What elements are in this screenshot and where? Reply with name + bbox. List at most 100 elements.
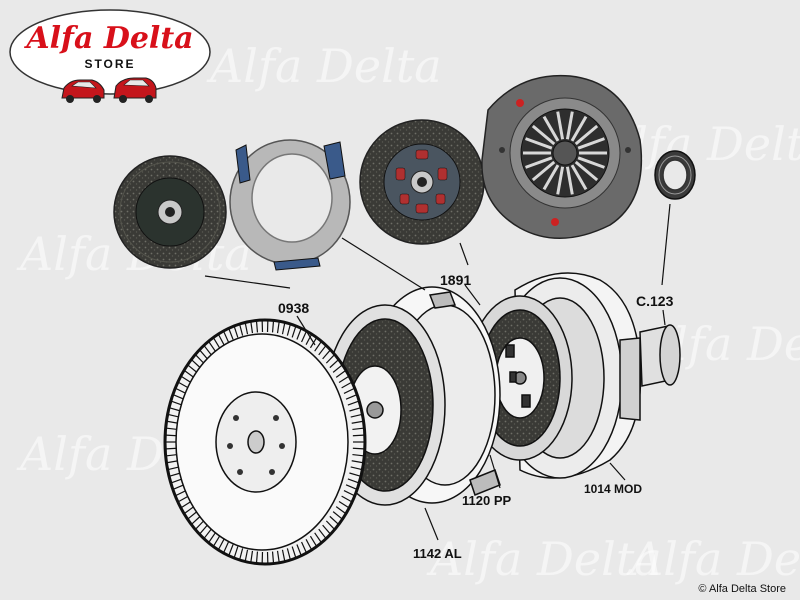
ring-gear-tooth (195, 354, 205, 364)
ring-gear-tooth (325, 520, 335, 530)
ring-gear-tooth (223, 331, 229, 343)
diaphragm-finger (570, 164, 588, 191)
ring-gear-tooth (329, 359, 339, 369)
ring-gear-tooth (352, 427, 364, 431)
ring-gear-tooth (338, 376, 349, 384)
ring-gear-tooth (314, 532, 322, 543)
diaphragm-finger (556, 111, 565, 140)
ring-gear-tooth (341, 495, 352, 503)
ring-gear-tooth (184, 506, 195, 514)
ring-gear-tooth (318, 345, 326, 356)
ring-gear-tooth (175, 489, 187, 496)
ring-gear-tooth (181, 500, 192, 508)
label-1142-al: 1142 AL (413, 546, 462, 561)
watermark-text: Alfa Delta (626, 532, 800, 586)
ring-gear-tooth (228, 329, 234, 340)
copyright-text: © Alfa Delta Store (698, 583, 786, 595)
ring-gear-tooth (322, 524, 331, 534)
ring-gear-tooth (286, 548, 291, 560)
label-0938: 0938 (278, 300, 309, 316)
ring-gear-tooth (345, 484, 357, 490)
diaphragm-finger (531, 124, 556, 146)
ring-gear-tooth (281, 549, 286, 561)
diaphragm-finger (574, 160, 599, 182)
ring-gear-tooth (276, 550, 280, 562)
ring-gear-tooth (191, 359, 201, 369)
ring-gear-tooth (204, 528, 212, 539)
ring-gear-tooth (218, 334, 225, 345)
ring-gear-tooth (305, 539, 312, 550)
release-bearing-photo-c123 (654, 150, 696, 200)
ring-gear-tooth (271, 551, 275, 563)
ring-gear-tooth (347, 478, 359, 484)
ring-gear-tooth (169, 472, 181, 477)
ring-gear-tooth (173, 394, 185, 400)
watermark-text: Alfa Delta (206, 39, 442, 93)
ring-gear-tooth (335, 506, 346, 514)
car-icon (61, 79, 105, 103)
ring-gear-tooth (167, 420, 179, 424)
label-c123: C.123 (636, 293, 674, 309)
ring-gear-tooth (204, 345, 212, 356)
ring-gear-tooth (301, 331, 307, 343)
ring-gear-tooth (175, 388, 187, 395)
ring-gear-tooth (168, 414, 180, 418)
ring-gear-tooth (351, 420, 363, 424)
label-1014-mod: 1014 MOD (584, 482, 642, 496)
ring-gear-tooth (343, 388, 355, 395)
ring-gear-tooth (166, 434, 178, 437)
ring-gear-tooth (167, 460, 179, 464)
part-labels: 0938 1891 C.123 1120 PP 1014 MOD 1142 AL (278, 272, 674, 561)
clutch-disc-photo-1891 (359, 119, 485, 245)
ring-gear-tooth (213, 338, 221, 349)
car-icon (113, 77, 157, 103)
ring-gear-tooth (250, 322, 254, 334)
diaphragm-finger (556, 166, 565, 195)
ring-gear-tooth (208, 341, 216, 352)
diaphragm-finger (542, 164, 560, 191)
ring-gear-tooth (296, 329, 302, 340)
leader-lines (204, 203, 671, 541)
store-logo[interactable]: Alfa Delta STORE (9, 9, 211, 103)
ring-gear-tooth (332, 511, 343, 520)
ring-gear-tooth (341, 381, 352, 389)
ring-gear-tooth (181, 376, 192, 384)
ring-gear-tooth (218, 539, 225, 550)
ring-gear-tooth (352, 453, 364, 457)
ring-gear-tooth (239, 324, 244, 336)
ring-gear-tooth (286, 324, 291, 336)
ring-gear-tooth (350, 466, 362, 470)
label-1120-pp: 1120 PP (462, 493, 511, 508)
ring-gear-tooth (349, 472, 361, 477)
ring-gear-tooth (332, 364, 343, 373)
ring-gear-tooth (322, 350, 331, 360)
ring-gear-tooth (318, 528, 326, 539)
ring-gear-tooth (178, 381, 189, 389)
pressure-plate-photo (481, 74, 643, 239)
ring-gear-tooth (314, 341, 322, 352)
ring-gear-tooth (281, 323, 286, 335)
ring-gear-tooth (178, 495, 189, 503)
ring-gear-tooth (233, 546, 239, 558)
ring-gear-tooth (291, 546, 297, 558)
ring-gear-tooth (228, 544, 234, 555)
ring-gear-tooth (184, 370, 195, 378)
ring-gear-tooth (213, 535, 221, 546)
ring-gear-tooth (191, 515, 201, 525)
diaphragm-finger (565, 111, 574, 140)
ring-gear-tooth (255, 321, 259, 333)
ring-gear-tooth (169, 407, 181, 412)
logo-store-text: STORE (84, 57, 135, 71)
ring-gear-tooth (276, 322, 280, 334)
ring-gear-tooth (338, 500, 349, 508)
ring-gear-tooth (349, 407, 361, 412)
ring-gear-tooth (347, 400, 359, 406)
watermark-text: Alfa Delta (426, 532, 662, 586)
ring-gear-tooth (343, 489, 355, 496)
ring-gear-tooth (244, 549, 249, 561)
ring-gear-tooth (345, 394, 357, 400)
ring-gear-tooth (173, 484, 185, 490)
ring-gear-tooth (244, 323, 249, 335)
ring-gear-tooth (301, 541, 307, 553)
ring-gear-tooth (187, 364, 198, 373)
